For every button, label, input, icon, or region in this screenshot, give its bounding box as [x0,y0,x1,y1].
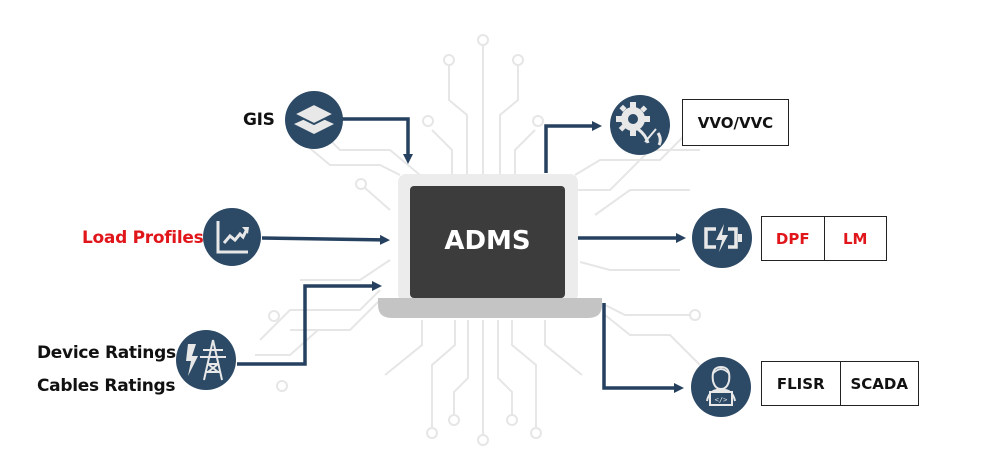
power-tower-icon [176,330,236,390]
vvo-vvc-cell: VVO/VVC [697,113,774,132]
device-ratings-label: Device Ratings [37,343,176,363]
flisr-scada-box: FLISR SCADA [761,361,919,406]
svg-text:</>: </> [715,396,728,404]
flisr-cell: FLISR [776,374,825,393]
layers-icon [285,91,343,149]
load-profiles-label: Load Profiles [82,228,204,248]
laptop-icon [378,174,602,318]
gis-label: GIS [243,110,275,130]
dpf-lm-box: DPF LM [761,216,887,261]
arrow-load-profiles-to-adms [261,234,390,245]
scada-cell: SCADA [839,362,919,405]
dpf-cell: DPF [775,229,810,248]
cables-ratings-label: Cables Ratings [37,376,176,396]
arrow-adms-to-vvo [544,121,602,173]
adms-label: ADMS [444,226,531,256]
arrow-ratings-to-adms [237,281,382,366]
lm-cell: LM [823,217,887,260]
laptop-screen [410,186,565,298]
vvo-vvc-box: VVO/VVC [682,99,789,146]
arrow-gis-to-adms [342,117,413,164]
gear-gauge-icon [610,95,670,155]
laptop-base [378,298,602,318]
battery-charging-icon [692,208,752,268]
developer-icon: </> [691,357,751,417]
arrow-adms-to-flisr [602,303,684,393]
growth-chart-icon [203,208,261,266]
